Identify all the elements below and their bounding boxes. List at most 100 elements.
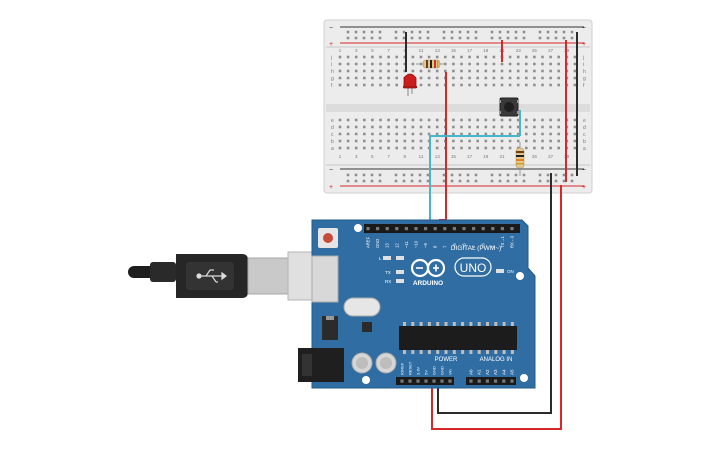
breadboard-hole[interactable] [549,125,552,129]
breadboard-hole[interactable] [476,125,479,129]
breadboard-hole[interactable] [338,76,342,80]
rail-hole[interactable] [394,179,398,183]
breadboard-hole[interactable] [492,62,496,66]
rail-hole[interactable] [346,30,350,34]
digital-pin[interactable] [404,227,408,231]
breadboard-hole[interactable] [338,125,342,129]
breadboard-hole[interactable] [516,132,520,136]
breadboard-hole[interactable] [492,146,496,150]
breadboard-hole[interactable] [346,69,350,73]
breadboard-hole[interactable] [525,83,528,87]
rail-hole[interactable] [378,173,382,177]
breadboard-hole[interactable] [363,139,366,143]
breadboard-hole[interactable] [468,62,471,66]
breadboard-hole[interactable] [395,125,398,129]
breadboard-hole[interactable] [411,146,415,150]
breadboard-hole[interactable] [500,146,504,150]
breadboard-hole[interactable] [354,83,358,87]
rail-hole[interactable] [514,179,518,183]
breadboard-hole[interactable] [395,139,398,143]
breadboard-hole[interactable] [346,125,350,129]
breadboard-hole[interactable] [411,139,415,143]
rail-hole[interactable] [458,36,462,40]
digital-pin[interactable] [414,227,418,231]
digital-pin[interactable] [491,227,495,231]
breadboard-hole[interactable] [476,76,479,80]
breadboard-hole[interactable] [427,125,431,129]
breadboard-hole[interactable] [379,118,382,122]
rail-hole[interactable] [354,36,358,40]
breadboard-hole[interactable] [452,139,455,143]
breadboard-hole[interactable] [508,146,512,150]
breadboard-hole[interactable] [557,139,560,143]
rail-hole[interactable] [354,30,358,34]
rail-hole[interactable] [474,36,478,40]
digital-pin[interactable] [424,227,428,231]
breadboard-hole[interactable] [379,139,382,143]
rail-hole[interactable] [418,179,422,183]
breadboard-hole[interactable] [516,69,520,73]
breadboard-hole[interactable] [363,62,366,66]
breadboard-hole[interactable] [516,118,520,122]
breadboard-hole[interactable] [468,118,471,122]
breadboard-hole[interactable] [557,132,560,136]
wire-black-gnd[interactable] [437,173,552,414]
breadboard-hole[interactable] [468,139,471,143]
breadboard-hole[interactable] [460,69,463,73]
rail-hole[interactable] [538,173,542,177]
breadboard-hole[interactable] [427,118,431,122]
breadboard-hole[interactable] [379,62,382,66]
breadboard-hole[interactable] [549,83,552,87]
breadboard-hole[interactable] [346,139,350,143]
breadboard-hole[interactable] [427,132,431,136]
rail-hole[interactable] [354,179,358,183]
breadboard-hole[interactable] [557,69,560,73]
breadboard-hole[interactable] [508,118,512,122]
breadboard-hole[interactable] [516,55,520,59]
usb-cable[interactable] [128,251,337,301]
power-pin[interactable] [408,379,412,383]
breadboard-hole[interactable] [573,83,577,87]
power-pin[interactable] [440,379,444,383]
breadboard-hole[interactable] [533,83,536,87]
analog-pin[interactable] [485,379,489,383]
breadboard-hole[interactable] [419,69,423,73]
rail-hole[interactable] [466,173,470,177]
power-pin[interactable] [424,379,428,383]
breadboard-hole[interactable] [500,125,504,129]
rail-hole[interactable] [538,30,542,34]
breadboard-hole[interactable] [419,55,423,59]
breadboard-hole[interactable] [338,83,342,87]
breadboard-hole[interactable] [411,62,415,66]
breadboard-hole[interactable] [363,125,366,129]
breadboard-hole[interactable] [435,76,439,80]
breadboard-hole[interactable] [419,83,423,87]
rail-hole[interactable] [514,30,518,34]
breadboard-hole[interactable] [371,146,374,150]
breadboard-hole[interactable] [460,118,463,122]
breadboard-hole[interactable] [452,146,455,150]
breadboard-hole[interactable] [476,132,479,136]
breadboard-hole[interactable] [338,69,342,73]
breadboard-hole[interactable] [492,125,496,129]
rail-hole[interactable] [570,173,574,177]
breadboard-hole[interactable] [516,62,520,66]
rail-hole[interactable] [442,36,446,40]
breadboard-hole[interactable] [427,69,431,73]
rail-hole[interactable] [402,173,406,177]
breadboard-hole[interactable] [435,125,439,129]
breadboard-hole[interactable] [476,146,479,150]
breadboard-hole[interactable] [346,62,350,66]
rail-hole[interactable] [370,173,374,177]
rail-hole[interactable] [378,36,382,40]
rail-hole[interactable] [346,36,350,40]
rail-hole[interactable] [490,173,494,177]
rail-hole[interactable] [418,36,422,40]
rail-hole[interactable] [410,30,414,34]
breadboard-hole[interactable] [354,62,358,66]
breadboard-hole[interactable] [452,55,455,59]
breadboard-hole[interactable] [508,76,512,80]
